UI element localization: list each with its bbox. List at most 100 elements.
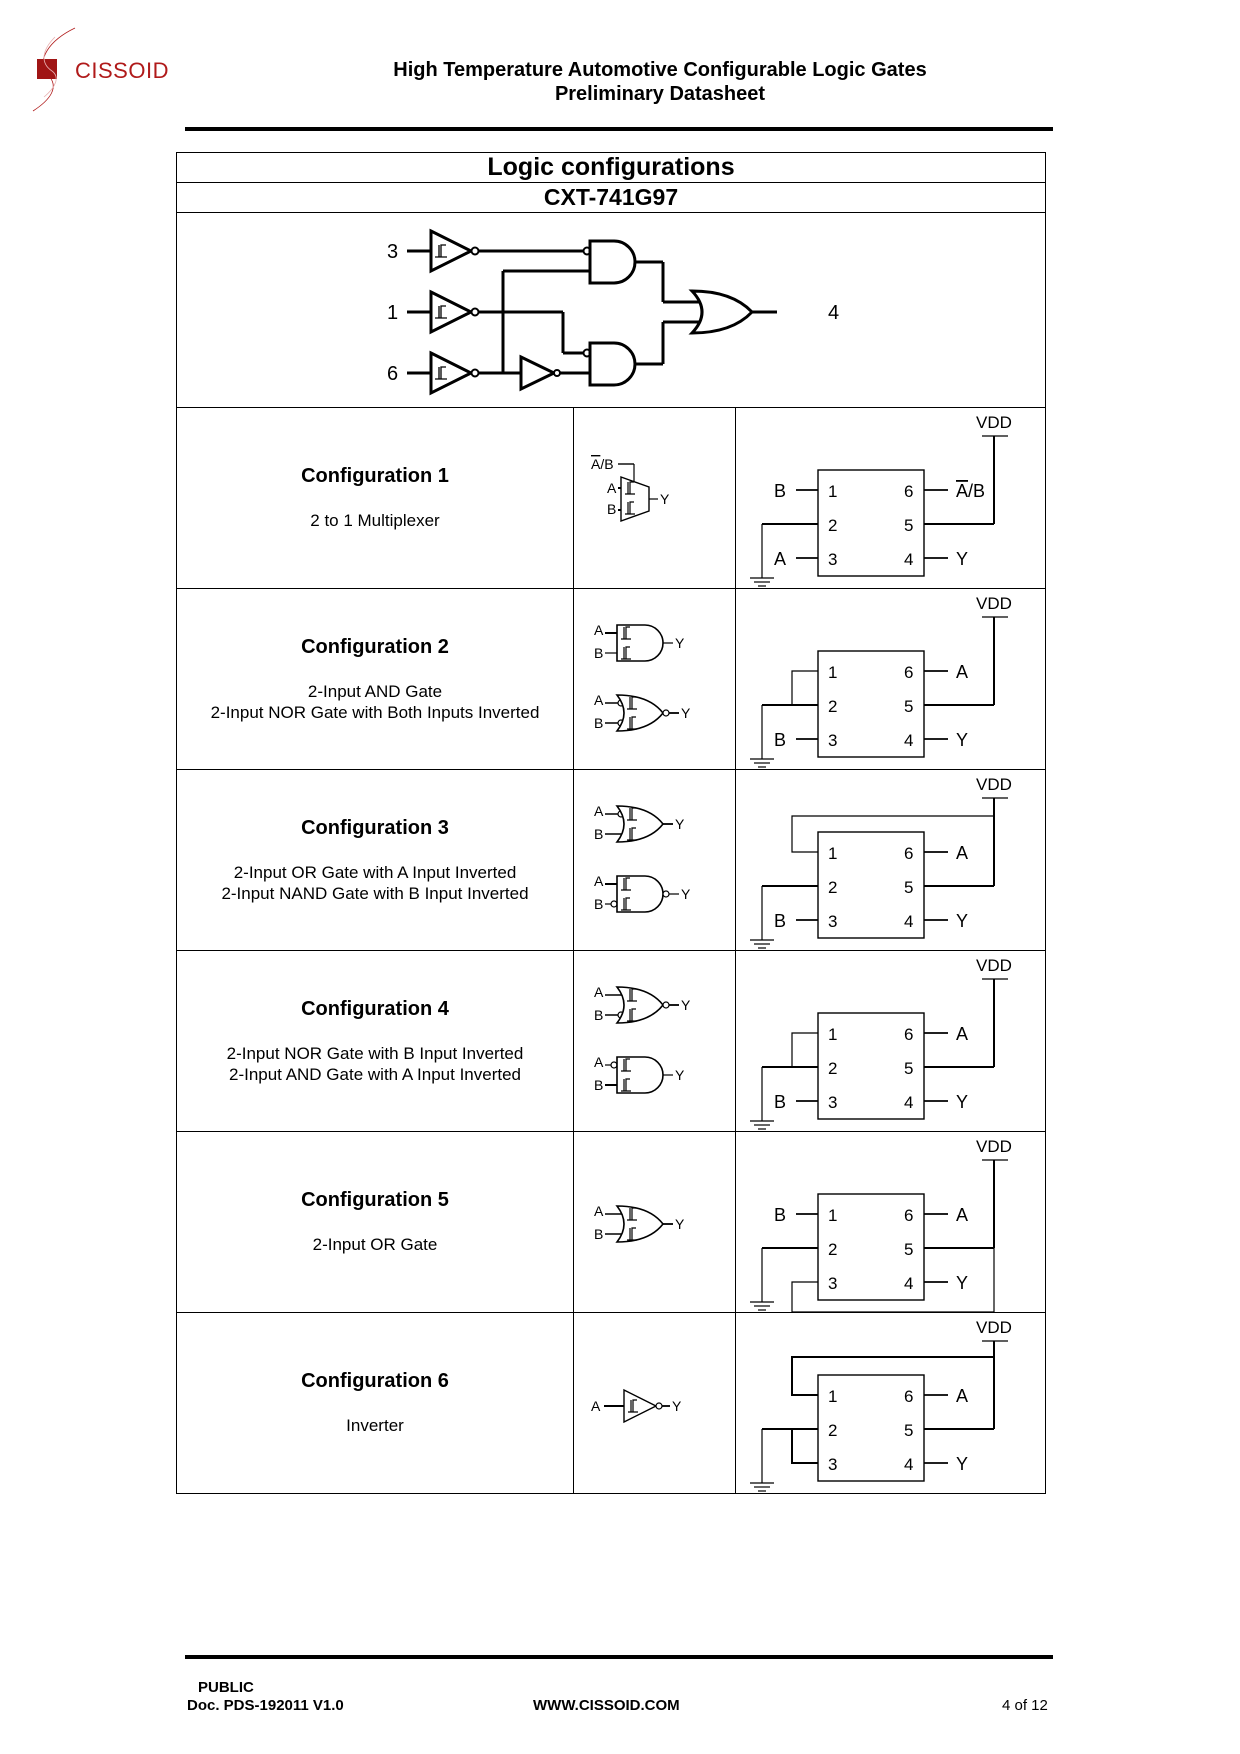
gate-symbol-icon: ABY <box>594 1203 685 1243</box>
svg-text:A: A <box>594 803 604 819</box>
title-line-2: Preliminary Datasheet <box>554 83 766 105</box>
svg-text:Y: Y <box>681 886 691 902</box>
configuration-row: Configuration 4 2-Input NOR Gate with B I… <box>176 950 1046 1132</box>
svg-text:B: B <box>594 1007 603 1023</box>
svg-text:4: 4 <box>904 1274 913 1293</box>
svg-text:1: 1 <box>828 663 837 682</box>
svg-text:2: 2 <box>828 1240 837 1259</box>
svg-text:1: 1 <box>828 1206 837 1225</box>
svg-text:6: 6 <box>904 482 913 501</box>
description-line: 2 to 1 Multiplexer <box>310 511 440 530</box>
schmitt-inverter-3 <box>407 228 480 274</box>
svg-text:6: 6 <box>904 663 913 682</box>
svg-text:B: B <box>594 1077 603 1093</box>
input-pin-6-label: 6 <box>387 363 398 385</box>
title-line-1: High Temperature Automotive Configurable… <box>393 59 927 81</box>
svg-text:6: 6 <box>904 1387 913 1406</box>
description-line: Inverter <box>346 1416 404 1435</box>
description-line: 2-Input AND Gate <box>307 681 443 701</box>
logic-diagram: 3 1 6 4 <box>387 228 839 396</box>
configuration-title: Configuration 4 <box>301 997 449 1020</box>
input-pin-3-label: 3 <box>387 241 398 263</box>
mux-select-label: A/B <box>591 456 614 472</box>
schmitt-inverter-1 <box>407 289 480 335</box>
svg-text:A: A <box>956 662 968 682</box>
configuration-title: Configuration 3 <box>301 816 449 839</box>
svg-text:A: A <box>956 1024 968 1044</box>
svg-text:B: B <box>594 896 603 912</box>
description-line: 2-Input NAND Gate with B Input Inverted <box>221 883 529 903</box>
svg-text:Y: Y <box>675 635 685 651</box>
table-title: Logic configurations <box>176 152 1046 183</box>
svg-text:Y: Y <box>675 816 685 832</box>
document-id: Doc. PDS-192011 V1.0 <box>187 1697 344 1714</box>
svg-text:A: A <box>774 549 786 569</box>
configuration-description: 2 to 1 Multiplexer <box>177 510 573 531</box>
svg-text:4: 4 <box>904 550 913 569</box>
svg-text:B: B <box>607 501 616 517</box>
svg-text:Y: Y <box>956 1092 968 1112</box>
svg-text:5: 5 <box>904 697 913 716</box>
svg-text:B: B <box>594 645 603 661</box>
svg-text:Y: Y <box>675 1067 685 1083</box>
configuration-title: Configuration 2 <box>301 635 449 658</box>
svg-text:4: 4 <box>904 1455 913 1474</box>
description-line: 2-Input AND Gate with A Input Inverted <box>228 1064 521 1084</box>
svg-text:Y: Y <box>956 1454 968 1474</box>
svg-text:B: B <box>774 481 786 501</box>
svg-text:3: 3 <box>828 1274 837 1293</box>
svg-text:B: B <box>774 1092 786 1112</box>
configuration-description-cell: Configuration 4 2-Input NOR Gate with B I… <box>176 950 574 1132</box>
configuration-description: Inverter <box>177 1415 573 1436</box>
svg-text:Y: Y <box>956 1273 968 1293</box>
svg-text:Y: Y <box>956 730 968 750</box>
svg-text:6: 6 <box>904 1206 913 1225</box>
svg-text:3: 3 <box>828 912 837 931</box>
svg-text:5: 5 <box>904 1240 913 1259</box>
svg-text:A/B: A/B <box>956 481 985 501</box>
website-link[interactable]: WWW.CISSOID.COM <box>533 1697 680 1714</box>
description-line: 2-Input OR Gate with A Input Inverted <box>233 862 517 882</box>
input-pin-1-label: 1 <box>387 302 398 324</box>
logic-diagram-cell: 3 1 6 4 <box>176 212 1046 408</box>
classification-label: PUBLIC <box>198 1679 254 1696</box>
svg-text:B: B <box>774 911 786 931</box>
description-line: 2-Input NOR Gate with Both Inputs Invert… <box>210 702 540 722</box>
svg-text:4: 4 <box>904 731 913 750</box>
svg-text:B: B <box>594 826 603 842</box>
vdd-label: VDD <box>976 594 1012 613</box>
svg-text:6: 6 <box>904 844 913 863</box>
svg-text:Y: Y <box>672 1398 682 1414</box>
svg-text:B: B <box>594 1226 603 1242</box>
part-number: CXT-741G97 <box>176 182 1046 213</box>
configuration-row: Configuration 3 2-Input OR Gate with A In… <box>176 769 1046 951</box>
configuration-title: Configuration 5 <box>301 1189 449 1211</box>
svg-text:3: 3 <box>828 550 837 569</box>
